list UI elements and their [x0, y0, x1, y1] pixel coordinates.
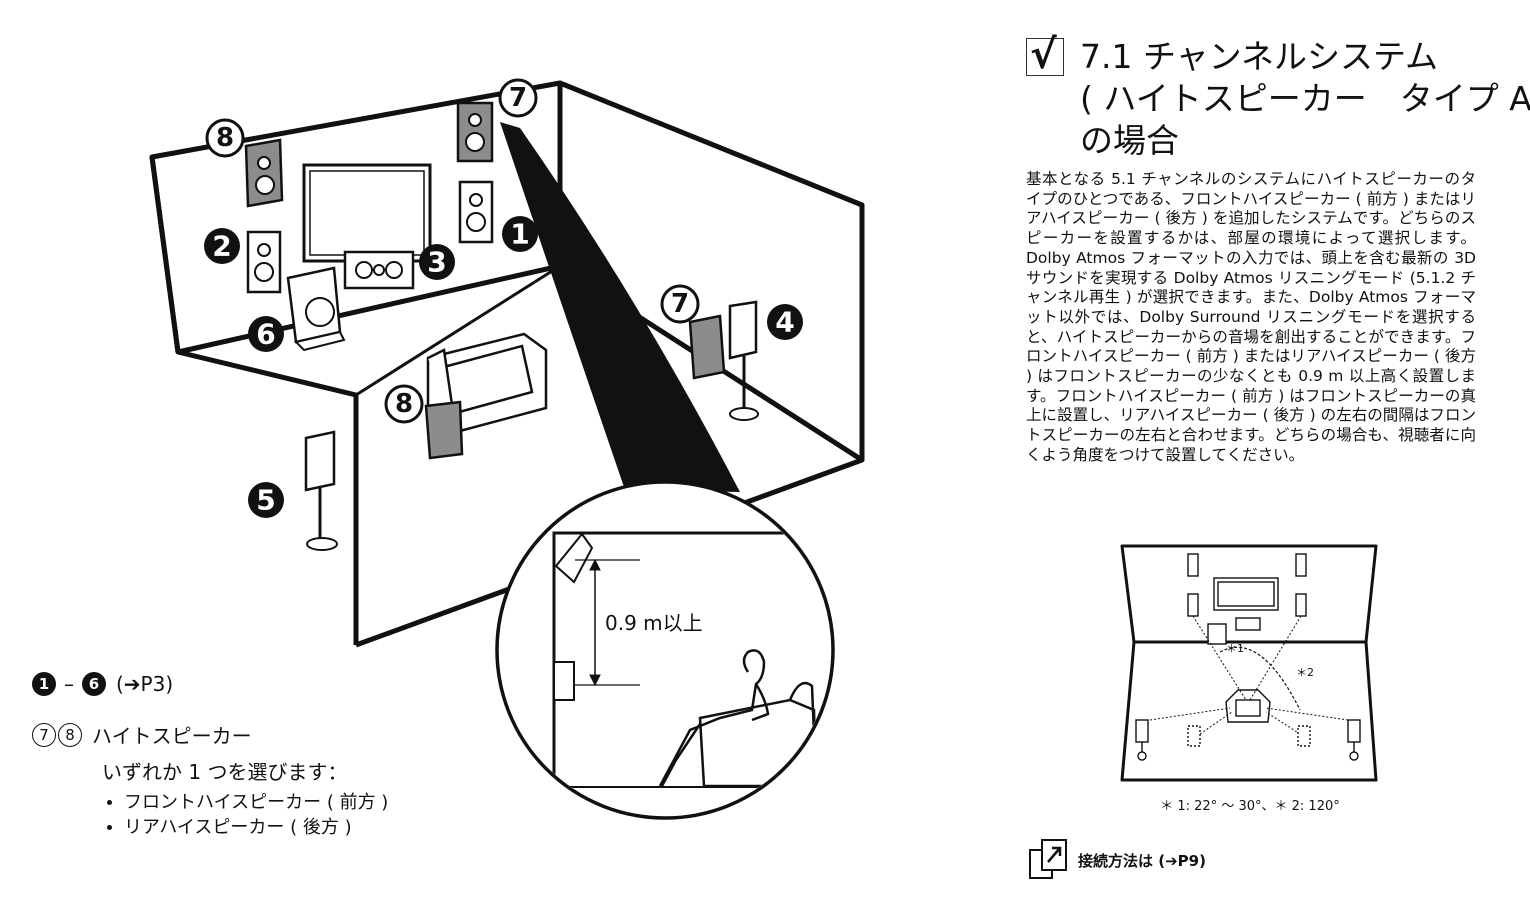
room-illustration: 1 2 3 4 5 6 7 8 7 8 [149, 78, 865, 820]
badge-8-rear [384, 384, 424, 424]
rear-height-speaker-right [688, 314, 726, 380]
height-speaker-left [244, 138, 284, 208]
legend-dash: – [64, 672, 74, 696]
legend-badge-8: 8 [58, 722, 82, 747]
section-title: 7.1 チャンネルシステム ( ハイトスピーカー タイプ A) の場合 [1080, 36, 1530, 162]
section-title-line-3: の場合 [1080, 121, 1179, 160]
badge-5-text: 5 [256, 484, 275, 517]
rear-height-speaker-left [424, 400, 464, 460]
subwoofer [286, 266, 346, 352]
legend-options: フロントハイスピーカー ( 前方 ) リアハイスピーカー ( 後方 ) [104, 790, 388, 840]
height-speaker-front-right [456, 101, 494, 163]
badge-8-rear-text: 8 [395, 389, 413, 419]
inset-distance-label: 0.9 m以上 [605, 611, 703, 635]
badge-7-top [498, 78, 538, 118]
front-left-speaker [246, 230, 282, 294]
badge-1-text: 1 [510, 218, 529, 251]
section-title-line-1: 7.1 チャンネルシステム [1080, 37, 1438, 76]
height-inset: 0.9 m以上 [495, 480, 835, 820]
badge-8-top-text: 8 [216, 123, 234, 153]
legend-range: 1 – 6 (➔P3) [32, 672, 173, 696]
badge-7-rear [660, 284, 700, 324]
legend-choose: いずれか 1 つを選びます： [102, 760, 348, 784]
checkbox[interactable]: √ [1026, 32, 1064, 78]
connection-reference[interactable]: 接続方法は (➔P9) [1028, 838, 1206, 882]
badge-4-text: 4 [775, 306, 794, 339]
check-mark: √ [1030, 32, 1057, 78]
page-reference-icon [1029, 839, 1067, 879]
angle-1-label: ＊1 [1226, 642, 1244, 655]
top-view-diagram: ＊1 ＊2 [1120, 544, 1378, 782]
badge-7-rear-text: 7 [671, 289, 689, 319]
front-right-speaker [458, 180, 494, 244]
connection-label[interactable]: 接続方法は (➔P9) [1078, 851, 1206, 870]
section-title-line-2: ( ハイトスピーカー タイプ A) [1080, 79, 1530, 118]
tv [302, 163, 432, 263]
badge-5 [248, 482, 284, 518]
legend-badge-6: 6 [82, 672, 106, 696]
legend-badge-1: 1 [32, 672, 56, 696]
badge-8-top [205, 118, 245, 158]
surround-right-speaker [728, 300, 759, 421]
badge-3-text: 3 [427, 246, 446, 279]
angle-2-label: ＊2 [1296, 666, 1314, 679]
legend-range-ref: (➔P3) [116, 672, 174, 696]
legend-height-label: ハイトスピーカー [92, 724, 252, 748]
badge-6-text: 6 [256, 318, 275, 351]
legend-height: 7 8 ハイトスピーカー [32, 720, 252, 749]
elevation-beam [500, 122, 740, 492]
badge-6 [248, 316, 284, 352]
badge-2-text: 2 [212, 230, 231, 263]
legend-badge-7: 7 [32, 722, 56, 747]
surround-left-speaker [304, 430, 338, 551]
center-speaker [343, 250, 415, 290]
badge-2 [204, 228, 240, 264]
badge-7-top-text: 7 [509, 83, 527, 113]
legend-option-rear-high: リアハイスピーカー ( 後方 ) [124, 815, 388, 840]
angle-caption: ＊ 1: 22° ～ 30°、＊ 2: 120° [1160, 799, 1340, 814]
legend-option-front-high: フロントハイスピーカー ( 前方 ) [124, 790, 388, 815]
badge-3 [419, 244, 455, 280]
section-body: 基本となる 5.1 チャンネルのシステムにハイトスピーカーのタイプのひとつである… [1026, 170, 1476, 464]
badge-4 [767, 304, 803, 340]
badge-1 [502, 216, 538, 252]
